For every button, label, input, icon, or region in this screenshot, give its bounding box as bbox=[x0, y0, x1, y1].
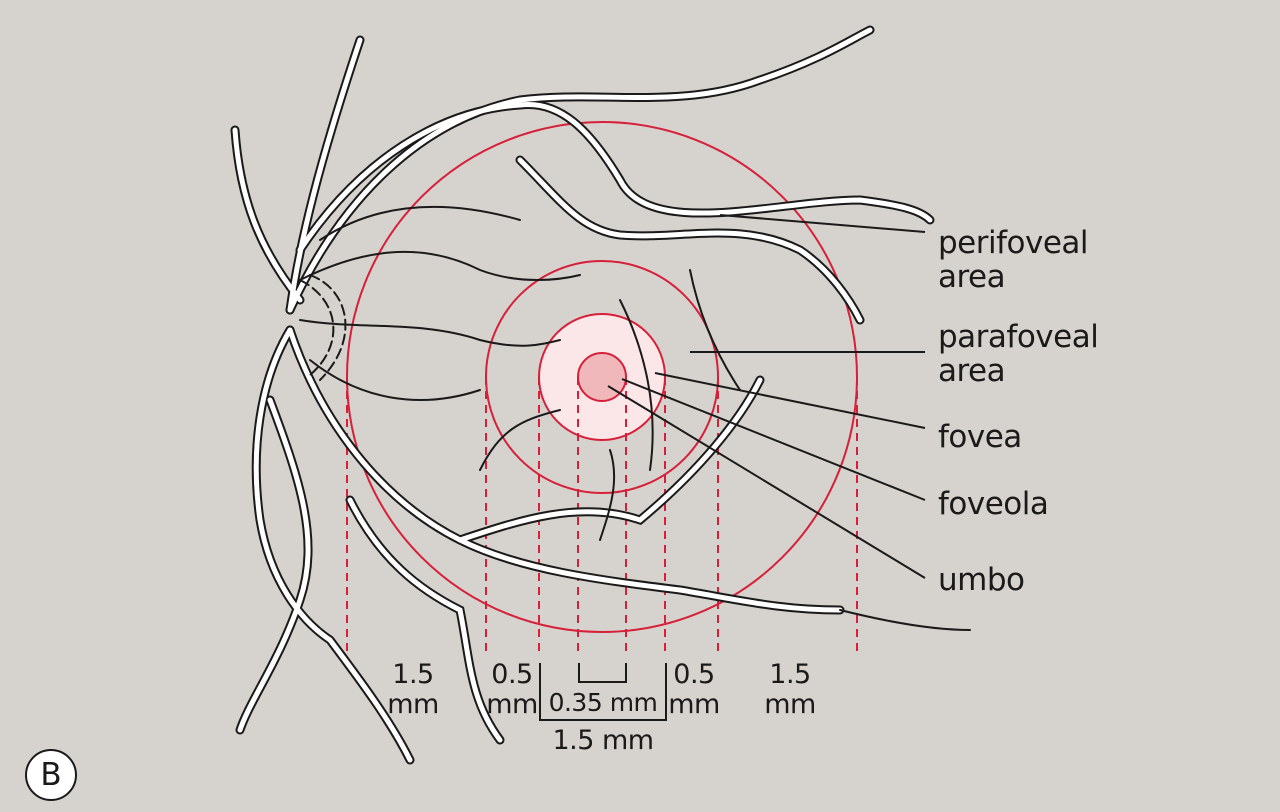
label-fovea: fovea bbox=[938, 419, 1022, 455]
measure-right-parafoveal: 0.5 mm bbox=[668, 659, 720, 720]
measure-left-perifoveal: 1.5 mm bbox=[387, 659, 439, 720]
panel-label-badge: B bbox=[25, 749, 77, 801]
projection-lines bbox=[346, 377, 858, 652]
measure-foveola-width: 0.35 mm bbox=[548, 688, 658, 717]
label-foveola: foveola bbox=[938, 486, 1049, 522]
leader-lines bbox=[607, 214, 926, 579]
blood-vessels bbox=[230, 25, 971, 765]
measure-fovea-width: 1.5 mm bbox=[552, 725, 654, 756]
measure-right-perifoveal: 1.5 mm bbox=[764, 659, 816, 720]
label-perifoveal-area: perifoveal area bbox=[938, 225, 1089, 295]
measurement-brackets bbox=[539, 663, 667, 721]
foveola-disc bbox=[577, 352, 627, 402]
label-umbo: umbo bbox=[938, 562, 1025, 598]
label-parafoveal-area: parafoveal area bbox=[938, 319, 1099, 389]
measure-left-parafoveal: 0.5 mm bbox=[486, 659, 538, 720]
